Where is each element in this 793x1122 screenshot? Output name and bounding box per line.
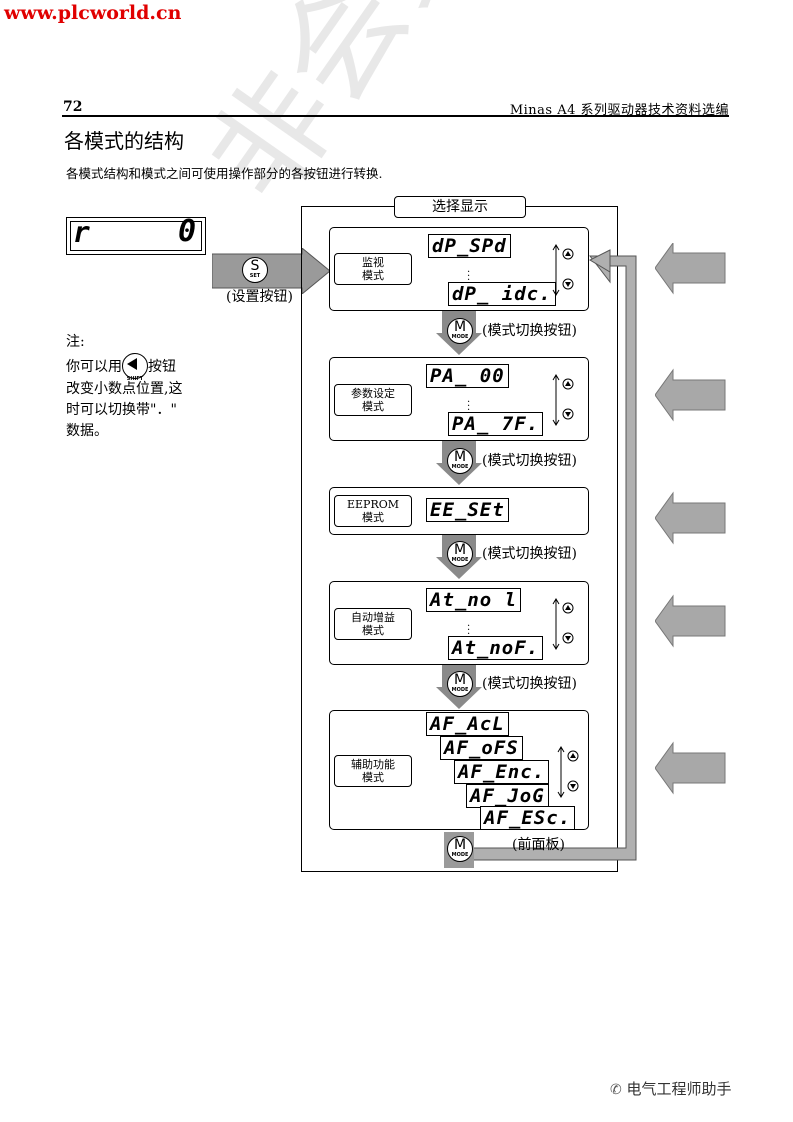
mode-eeprom: EEPROM 模式 EE_SEt — [329, 487, 589, 535]
note-line2: 你可以用 SHIFT 按钮 — [66, 353, 182, 382]
shift-button-icon: SHIFT — [122, 353, 148, 382]
ellipsis: ... — [467, 618, 471, 637]
up-down-icon — [552, 598, 574, 650]
mode-auto-gain: 自动增益 模式 At_no l ... At_noF. — [329, 581, 589, 665]
display-pa-7f: PA_ 7F. — [448, 412, 544, 436]
up-down-icon — [552, 244, 574, 296]
mode-label: EEPROM 模式 — [334, 495, 412, 527]
up-down-icon — [552, 374, 574, 426]
display-ee-set: EE_SEt — [426, 498, 509, 522]
display-af-jog: AF_JoG — [466, 784, 549, 808]
mode-label: 自动增益 模式 — [334, 608, 412, 640]
mode-parameter: 参数设定 模式 PA_ 00 ... PA_ 7F. — [329, 357, 589, 441]
mode-auxiliary: 辅助功能 模式 AF_AcL AF_oFS AF_Enc. AF_JoG AF_… — [329, 710, 589, 830]
ellipsis: ... — [467, 394, 471, 413]
mode-button-caption-2: (模式切换按钮) — [482, 453, 577, 469]
display-af-ofs: AF_oFS — [440, 736, 523, 760]
display-dp-spd: dP_SPd — [428, 234, 511, 258]
return-loop-arrow — [463, 249, 637, 861]
display-at-nol: At_no l — [426, 588, 522, 612]
header-title: Minas A4 系列驱动器技术资料选编 — [509, 103, 729, 118]
set-button-caption: (设置按钮) — [226, 289, 293, 305]
section-title: 各模式的结构 — [64, 129, 184, 153]
note: 注: 你可以用 SHIFT 按钮 改变小数点位置,这 时可以切换带"．" 数据。 — [66, 332, 182, 442]
display-dp-idc: dP_ idc. — [448, 282, 556, 306]
footer-brand: ✆ 电气工程师助手 — [610, 1080, 732, 1098]
note-line3: 改变小数点位置,这 — [66, 381, 183, 397]
mode-monitor: 监视 模式 dP_SPd ... dP_ idc. — [329, 227, 589, 311]
ellipsis: ... — [467, 264, 471, 283]
site-url[interactable]: www.plcworld.cn — [4, 2, 182, 24]
display-af-esc: AF_ESc. — [480, 806, 576, 830]
display-at-nof: At_noF. — [448, 636, 544, 660]
set-button[interactable]: S SET — [242, 257, 268, 283]
display-af-enc: AF_Enc. — [454, 760, 550, 784]
initial-display-left: r — [73, 216, 91, 249]
mode-label: 辅助功能 模式 — [334, 755, 412, 787]
mode-button-caption-1: (模式切换按钮) — [482, 323, 577, 339]
display-af-acl: AF_AcL — [426, 712, 509, 736]
page-number: 72 — [63, 99, 83, 115]
header-rule — [62, 115, 729, 117]
mode-button-caption-4: (模式切换按钮) — [482, 676, 577, 692]
display-pa-00: PA_ 00 — [426, 364, 509, 388]
mode-label: 监视 模式 — [334, 253, 412, 285]
intro-text: 各模式结构和模式之间可使用操作部分的各按钮进行转换. — [66, 166, 383, 181]
wechat-icon: ✆ — [610, 1082, 622, 1098]
note-line1: 注: — [66, 334, 85, 350]
select-display-title: 选择显示 — [394, 196, 526, 218]
initial-display: r 0 — [66, 214, 206, 255]
mode-button-caption-3: (模式切换按钮) — [482, 546, 577, 562]
note-line5: 数据。 — [66, 423, 108, 439]
side-arrows — [655, 243, 726, 795]
up-down-icon — [557, 746, 579, 798]
front-panel-caption: (前面板) — [512, 837, 565, 853]
set-arrow — [212, 248, 331, 294]
mode-label: 参数设定 模式 — [334, 384, 412, 416]
initial-display-right: 0 — [177, 214, 197, 249]
note-line4: 时可以切换带"．" — [66, 402, 177, 418]
